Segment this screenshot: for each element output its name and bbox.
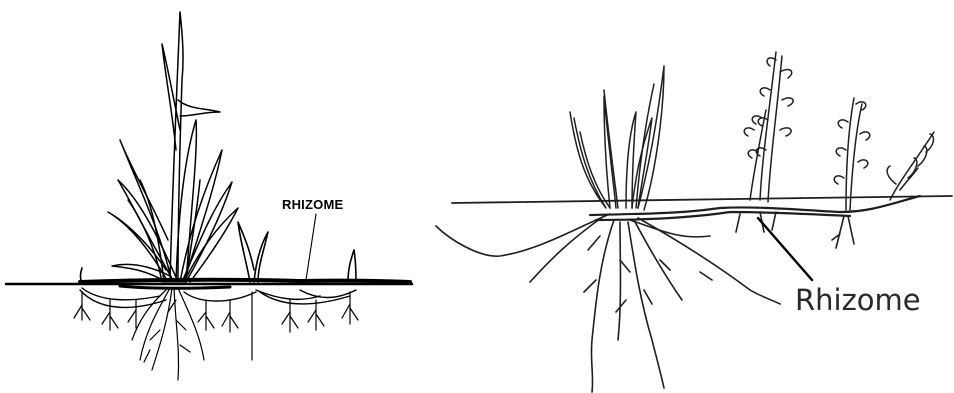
label-pointer — [758, 218, 812, 280]
roots — [74, 288, 358, 380]
left-grass-rhizome-diagram: RHIZOME — [0, 0, 420, 393]
right-illustration — [420, 0, 954, 393]
soil-line — [452, 196, 952, 203]
leafy-shoots — [744, 52, 934, 210]
rhizome-label-right: Rhizome — [795, 283, 921, 317]
roots — [436, 212, 854, 392]
small-shoots — [81, 222, 357, 284]
rhizome-label-left: RHIZOME — [282, 197, 343, 212]
right-plant-rhizome-diagram: Rhizome — [420, 0, 954, 393]
left-illustration — [0, 0, 420, 393]
label-pointer — [306, 214, 316, 280]
grass-clump — [108, 12, 238, 282]
clump-stems — [570, 66, 664, 210]
rhizome-arcs — [80, 288, 356, 307]
